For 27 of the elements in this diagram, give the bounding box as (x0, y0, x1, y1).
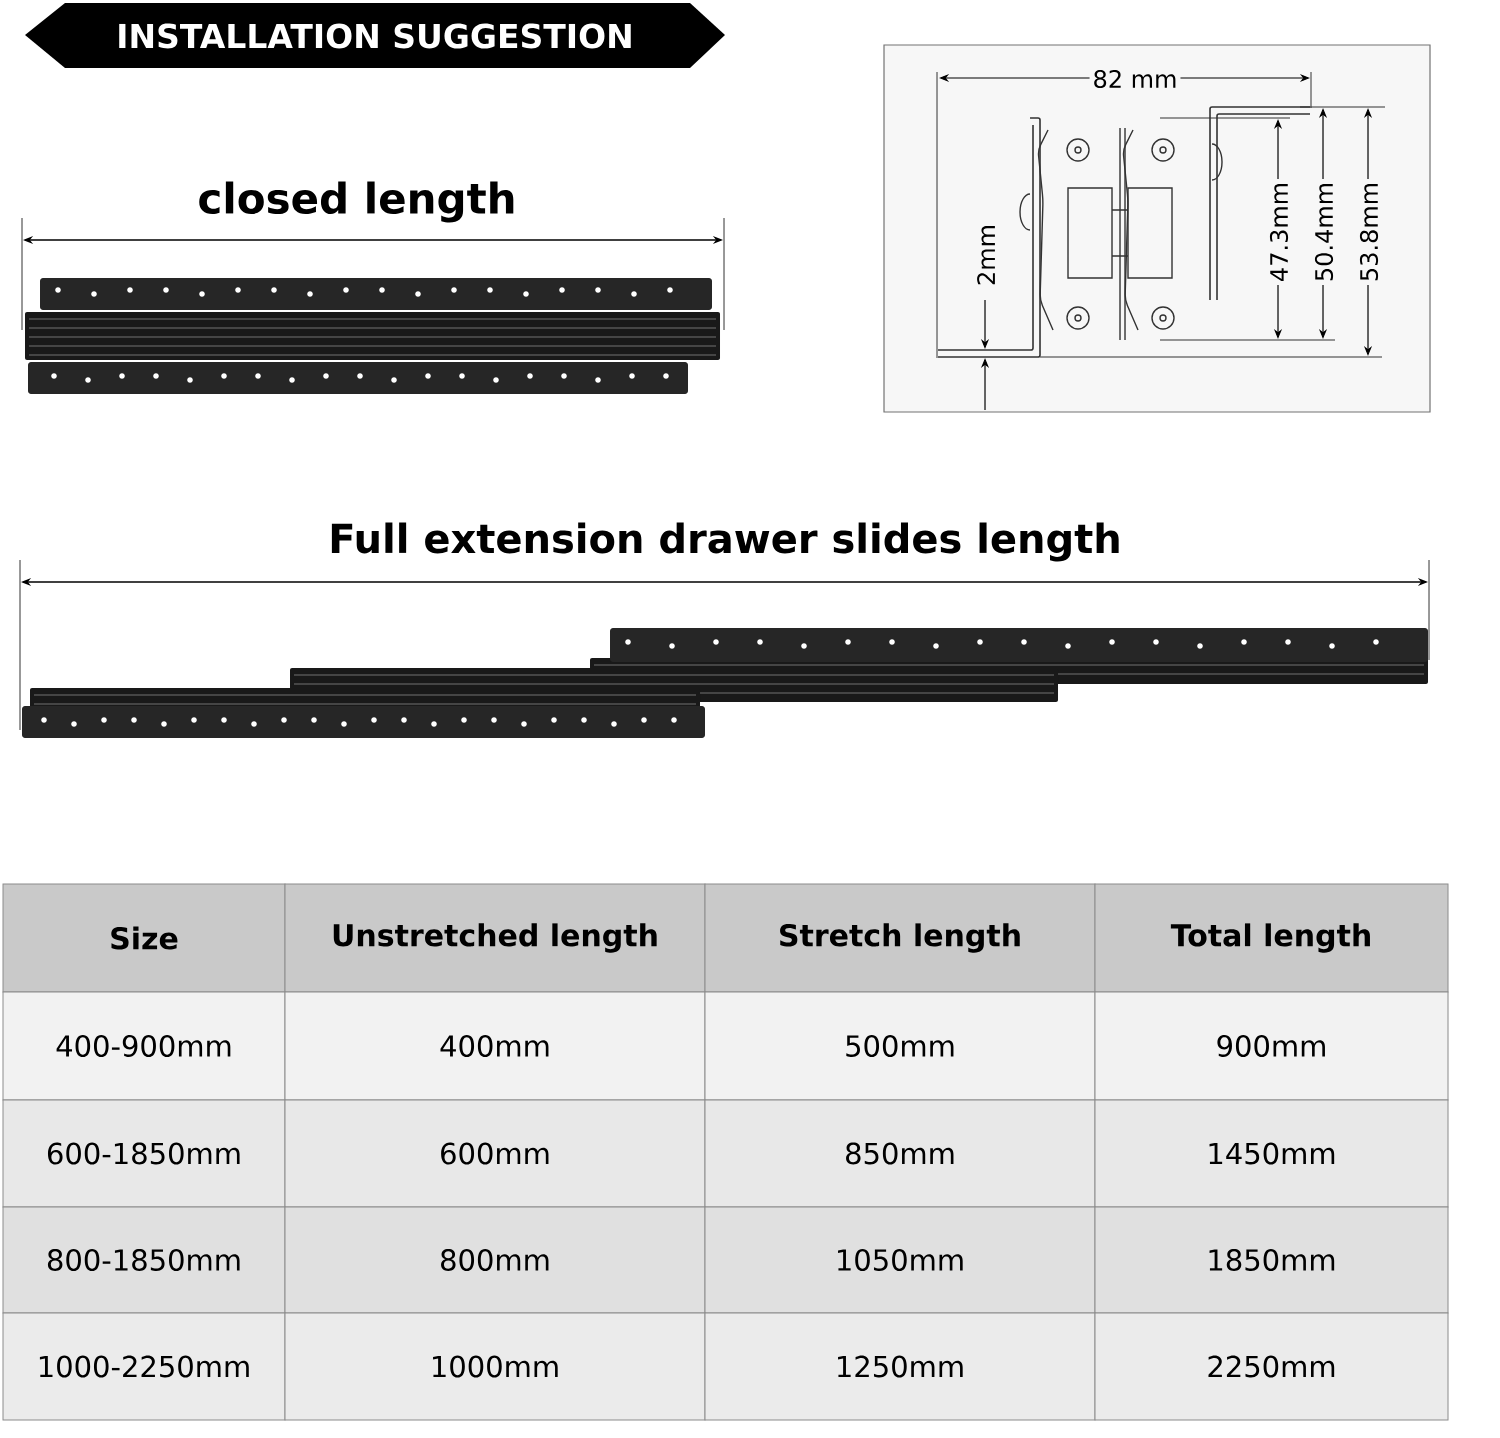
table-cell: 1000-2250mm (2, 1312, 286, 1421)
table-cell: 1050mm (704, 1206, 1096, 1314)
dimension-label: 47.3mm (1266, 178, 1292, 286)
dimension-label: 53.8mm (1356, 178, 1382, 286)
table-cell: 1450mm (1094, 1099, 1449, 1208)
table-header-cell: Size (2, 883, 286, 993)
dimension-label: 50.4mm (1311, 178, 1337, 286)
table-header-cell: Stretch length (704, 883, 1096, 993)
table-cell: 800mm (284, 1206, 706, 1314)
table-cell: 850mm (704, 1099, 1096, 1208)
length-label: closed length (199, 181, 514, 223)
table-cell: 500mm (704, 991, 1096, 1101)
table-cell: 400-900mm (2, 991, 286, 1101)
length-label: Full extension drawer slides length (331, 522, 1119, 562)
table-cell: 2250mm (1094, 1312, 1449, 1421)
table-cell: 600mm (284, 1099, 706, 1208)
table-cell: 600-1850mm (2, 1099, 286, 1208)
table-cell: 400mm (284, 991, 706, 1101)
table-header-cell: Unstretched length (284, 883, 706, 993)
table-cell: 1000mm (284, 1312, 706, 1421)
dimension-label: 2mm (974, 221, 998, 289)
table-cell: 900mm (1094, 991, 1449, 1101)
table-cell: 1250mm (704, 1312, 1096, 1421)
title-banner: INSTALLATION SUGGESTION (25, 3, 725, 68)
table-cell: 800-1850mm (2, 1206, 286, 1314)
table-header-cell: Total length (1094, 883, 1449, 993)
table-cell: 1850mm (1094, 1206, 1449, 1314)
